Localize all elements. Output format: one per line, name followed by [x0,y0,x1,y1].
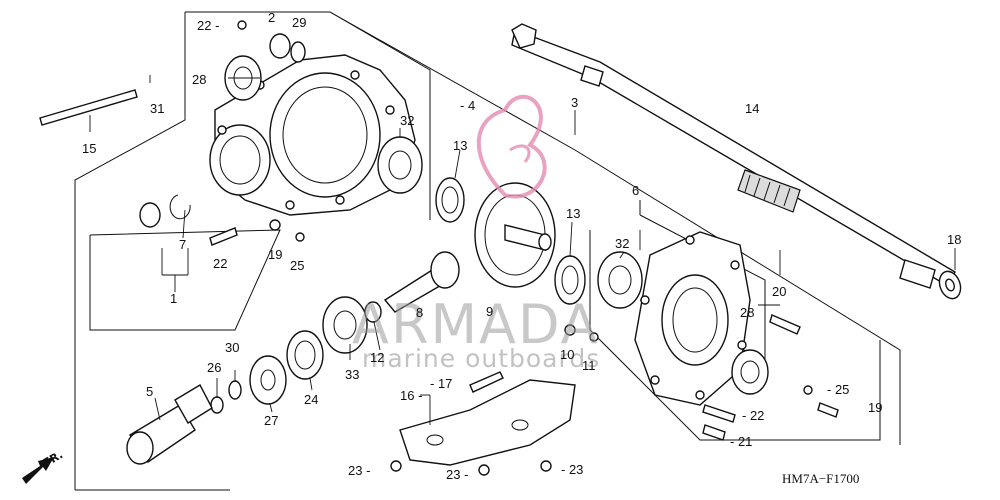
callout-label: 31 [150,101,164,116]
callout-label: 14 [745,101,759,116]
callout-label: - 17 [430,376,452,391]
callout-label: 28 [740,305,754,320]
diagram-code: HM7A−F1700 [782,471,859,486]
callout-label: 22 - [197,18,219,33]
watermark-subtitle: marine outboards [362,344,600,373]
skid-plate [399,371,576,466]
bearings-and-seals [139,33,769,414]
right-case-cover [634,231,751,406]
callout-label: 26 [207,360,221,375]
callout-label: 13 [566,206,580,221]
axle-shaft [511,23,962,300]
callout-label: 24 [304,392,318,407]
callout-label: 23 - [446,467,468,482]
front-direction-label: FR. [41,448,65,469]
callout-label: 6 [632,183,639,198]
callout-label: 1 [170,291,177,306]
front-arrow-icon [22,457,54,484]
callout-label: 3 [571,95,578,110]
callout-label: 32 [400,113,414,128]
callout-label: 28 [192,72,206,87]
callout-label: - 25 [827,382,849,397]
callout-label: - 22 [742,408,764,423]
callout-label: 27 [264,413,278,428]
joint [126,384,213,465]
callout-labels: 22 - 2 29 28 31 15 32 - 4 3 14 13 7 22 1… [82,10,961,482]
callout-label: 16 - [400,388,422,403]
fasteners [39,20,839,476]
callout-label: 32 [615,236,629,251]
final-drive-case [209,54,416,216]
callout-label: - 23 [561,462,583,477]
callout-label: 23 - [348,463,370,478]
callout-label: 33 [345,367,359,382]
ring-gear [474,182,556,288]
callout-label: 10 [560,347,574,362]
callout-label: 8 [416,305,423,320]
callout-label: 30 [225,340,239,355]
callout-label: 15 [82,141,96,156]
callout-label: 22 [213,256,227,271]
callout-label: 19 [868,400,882,415]
callout-label: - 21 [730,434,752,449]
callout-label: 7 [179,237,186,252]
drive-pinion [383,251,460,313]
callout-label: 2 [268,10,275,25]
callout-label: 19 [268,247,282,262]
watermark-logo [476,94,547,199]
callout-label: 25 [290,258,304,273]
callout-label: - 4 [460,98,475,113]
callout-label: 9 [486,304,493,319]
leader-lines [89,75,956,425]
watermark-logo-curl [509,144,531,163]
front-direction-indicator: FR. [22,448,65,484]
callout-label: 12 [370,350,384,365]
callout-label: 5 [146,384,153,399]
callout-label: 29 [292,15,306,30]
callout-label: 20 [772,284,786,299]
watermark: ARMADA marine outboards [352,94,600,373]
callout-label: 18 [947,232,961,247]
watermark-title: ARMADA [352,293,600,356]
callout-label: 11 [582,358,596,373]
callout-label: 13 [453,138,467,153]
